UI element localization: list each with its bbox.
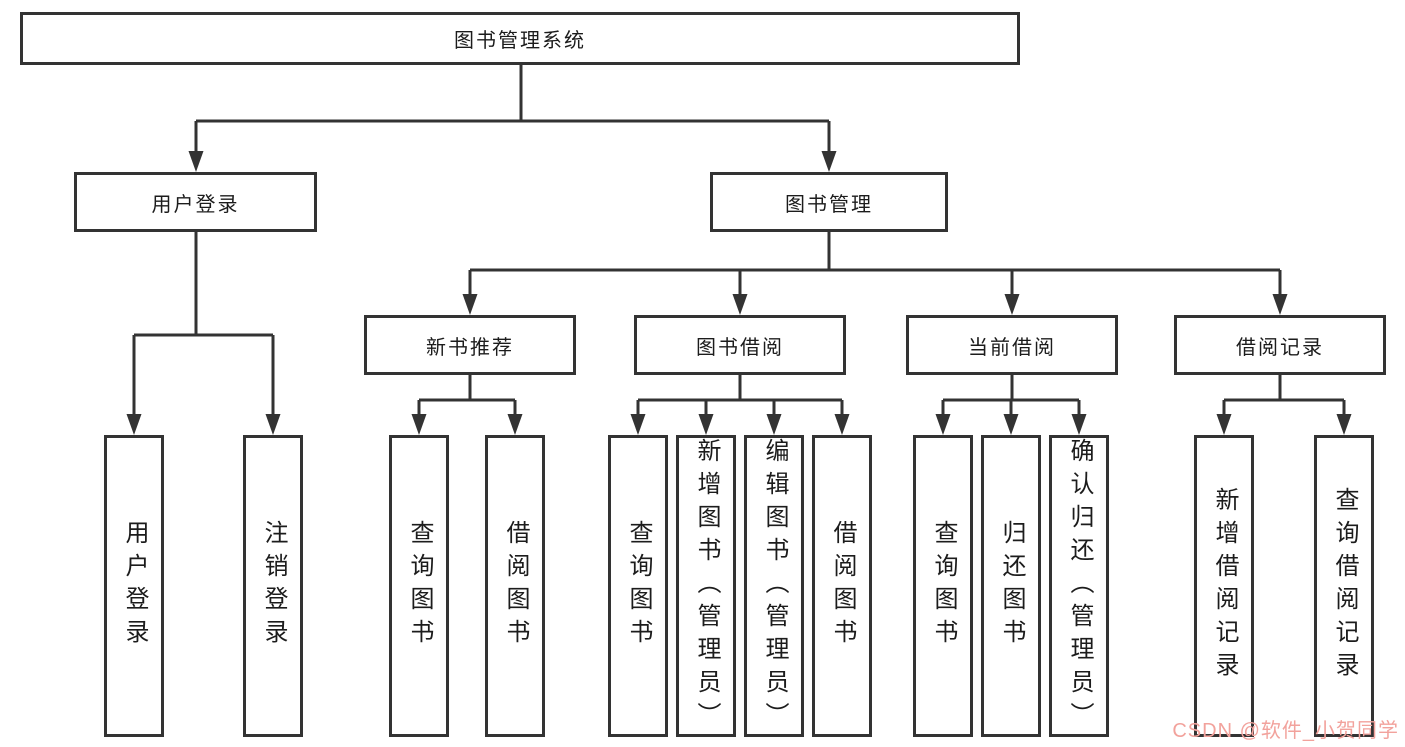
node-new-book-recommendation: 新书推荐: [364, 315, 576, 375]
arrow-down-icon: [1272, 294, 1288, 315]
node-bb-borrow-books: 借阅图书: [812, 435, 872, 737]
node-br-add-record: 新增借阅记录: [1194, 435, 1254, 737]
node-book-borrowing: 图书借阅: [634, 315, 846, 375]
connector-root-to-level2: [194, 65, 831, 158]
arrow-down-icon: [732, 294, 748, 315]
arrow-down-icon: [935, 414, 951, 435]
node-br-query-record: 查询借阅记录: [1314, 435, 1374, 737]
connector-borrowing-records-branch: [1222, 375, 1346, 421]
arrow-down-icon: [1216, 414, 1232, 435]
arrow-down-icon: [834, 414, 850, 435]
arrow-down-icon: [1336, 414, 1352, 435]
node-cb-return-books: 归还图书: [981, 435, 1041, 737]
node-label: 借阅图书: [829, 520, 856, 652]
node-label: 借阅图书: [502, 520, 529, 652]
node-label: 查询图书: [406, 520, 433, 652]
node-label: 当前借阅: [968, 336, 1056, 359]
node-label: 新增图书（管理员）: [693, 437, 720, 735]
arrow-down-icon: [411, 414, 427, 435]
connector-new-book-branch: [417, 375, 517, 421]
node-label: 注销登录: [260, 520, 287, 652]
node-label: 新书推荐: [426, 336, 514, 359]
arrow-down-icon: [821, 151, 837, 172]
arrow-down-icon: [630, 414, 646, 435]
node-label: 用户登录: [151, 193, 240, 216]
arrow-down-icon: [462, 294, 478, 315]
node-logout: 注销登录: [243, 435, 303, 737]
watermark: CSDN @软件_小贺同学: [1172, 720, 1399, 742]
node-rec-borrow-books: 借阅图书: [485, 435, 545, 737]
arrow-down-icon: [1071, 414, 1087, 435]
node-rec-query-books: 查询图书: [389, 435, 449, 737]
node-label: 查询图书: [625, 520, 652, 652]
node-book-management: 图书管理: [710, 172, 948, 232]
node-cb-confirm-return-admin: 确认归还（管理员）: [1049, 435, 1109, 737]
node-label: 图书管理: [785, 193, 873, 216]
node-label: 查询图书: [930, 520, 957, 652]
connector-book-borrowing-branch: [636, 375, 844, 421]
node-label: 查询借阅记录: [1331, 487, 1358, 685]
node-bb-add-books-admin: 新增图书（管理员）: [676, 435, 736, 737]
node-label: 图书借阅: [696, 336, 784, 359]
arrow-down-icon: [698, 414, 714, 435]
node-user-login-leaf: 用户登录: [104, 435, 164, 737]
node-label: 编辑图书（管理员）: [761, 437, 788, 735]
arrow-down-icon: [507, 414, 523, 435]
node-borrowing-records: 借阅记录: [1174, 315, 1386, 375]
node-label: 新增借阅记录: [1211, 487, 1238, 685]
node-label: 图书管理系统: [454, 30, 586, 52]
node-library-management-system: 图书管理系统: [20, 12, 1020, 65]
node-current-borrowing: 当前借阅: [906, 315, 1118, 375]
arrow-down-icon: [265, 414, 281, 435]
arrow-down-icon: [766, 414, 782, 435]
node-cb-query-books: 查询图书: [913, 435, 973, 737]
node-bb-edit-books-admin: 编辑图书（管理员）: [744, 435, 804, 737]
connector-user-login-branch: [132, 232, 275, 421]
node-bb-query-books: 查询图书: [608, 435, 668, 737]
arrow-down-icon: [188, 151, 204, 172]
node-label: 用户登录: [121, 520, 148, 652]
node-label: 确认归还（管理员）: [1066, 437, 1093, 735]
arrow-down-icon: [1003, 414, 1019, 435]
node-label: 归还图书: [998, 520, 1025, 652]
arrow-down-icon: [126, 414, 142, 435]
node-user-login: 用户登录: [74, 172, 317, 232]
arrow-down-icon: [1004, 294, 1020, 315]
node-label: 借阅记录: [1236, 336, 1324, 359]
connector-current-borrowing-branch: [941, 375, 1081, 421]
connector-book-management-branch: [468, 232, 1282, 301]
